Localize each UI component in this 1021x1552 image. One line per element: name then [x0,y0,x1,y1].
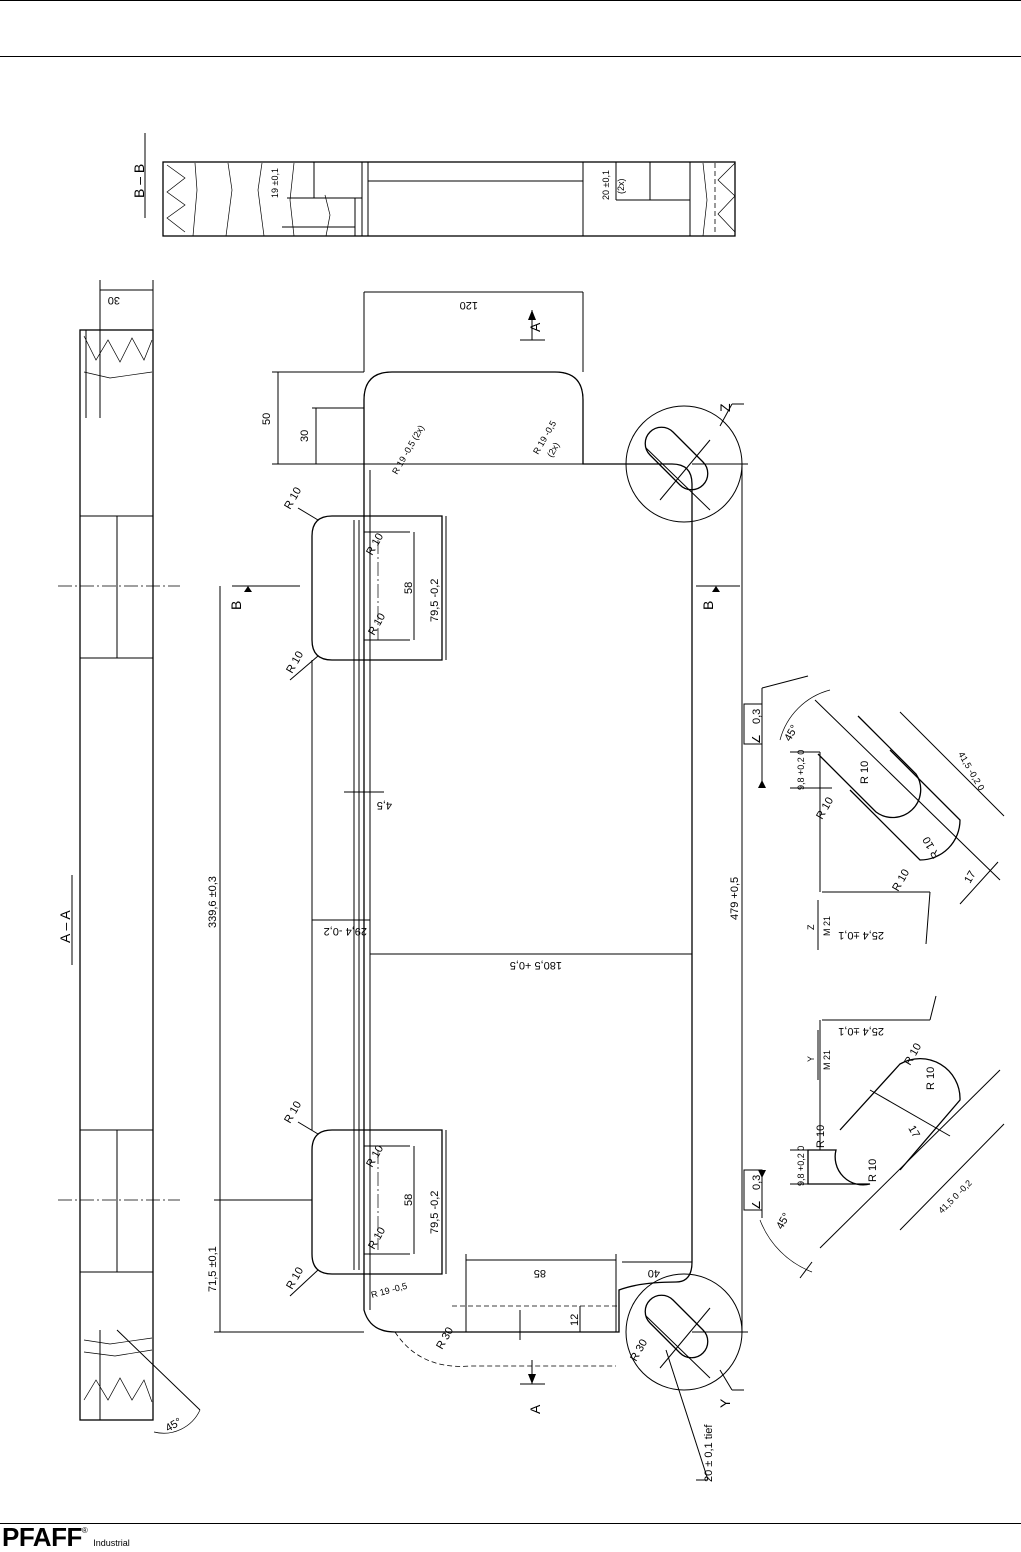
dim-58-top: 58 [403,582,415,594]
dim-depth-note: 20 ± 0,1 tief [703,1424,715,1482]
dim-85: 85 [534,1267,546,1279]
y-dim-17: 17 [905,1124,922,1141]
dim-r10-6: R 10 [364,1143,386,1169]
dim-r30-1: R 30 [434,1325,456,1351]
bb-dim-20: 20 ±0,1 [601,170,611,200]
y-thread: M 21 [822,1050,832,1070]
y-r10-d: R 10 [902,1041,924,1067]
dim-r10-8: R 10 [284,1265,306,1291]
dim-r19-left: R 19 -0,5 (2x) [390,423,426,476]
y-r10-c: R 10 [925,1067,937,1090]
dim-339-6: 339,6 ±0,3 [207,876,219,928]
y-tol-symbol: ∠ [751,1200,763,1210]
z-tol-symbol: ∠ [751,734,763,744]
header-top-rule [0,0,1021,1]
section-bb-view: B – B 19 ±0,1 20 ±0,1 (2x) [131,133,736,237]
detail-y-view: ∠ 0,3 45° 9,8 +0,2 0 R 10 R 10 R 10 R 10… [743,995,1005,1279]
z-r10-b: R 10 [814,795,836,821]
section-aa-label: A – A [57,910,73,943]
dim-79-5-bottom: 79,5 -0,2 [429,1191,441,1234]
logo-subtitle: Industrial [93,1538,130,1548]
z-dim-17: 17 [962,869,979,886]
z-thread-label: Z [806,924,816,930]
marker-b-left: B [228,601,244,610]
marker-a-top: A [527,322,543,332]
y-angle: 45° [774,1211,793,1231]
y-thread-label: Y [806,1056,816,1062]
dim-79-5-top: 79,5 -0,2 [429,579,441,622]
aa-dim-30: 30 [108,294,120,306]
z-dim-9-8: 9,8 +0,2 0 [796,750,806,790]
main-plate-view: 120 50 30 R 19 -0,5 (2x) R 19 -0,5 (2x) … [207,291,748,1482]
aa-dim-45deg: 45° [164,1416,184,1435]
y-r10-b: R 10 [867,1159,879,1182]
dim-r19-bottom: R 19 -0,5 [370,1281,408,1300]
section-bb-label: B – B [131,164,147,198]
z-r10-a: R 10 [859,761,871,784]
technical-drawing: B – B 19 ±0,1 20 ±0,1 (2x) [57,133,1005,1482]
dim-58-bottom: 58 [403,1194,415,1206]
dim-r10-4: R 10 [284,649,306,675]
dim-r10-1: R 10 [282,485,304,511]
z-thread: M 21 [822,916,832,936]
z-r10-c: R 10 [921,834,943,860]
dim-180-5: 180,5 +0,5 [510,959,562,971]
marker-y: Y [717,1398,733,1408]
dim-120: 120 [460,299,478,311]
dim-12: 12 [569,1314,581,1326]
marker-z: Z [717,403,733,412]
dim-71-5: 71,5 ±0,1 [207,1246,219,1292]
dim-4-5: 4,5 [377,799,392,811]
header-bottom-rule [0,56,1021,57]
dim-r10-5: R 10 [282,1099,304,1125]
y-r10-a: R 10 [815,1125,827,1148]
dim-479: 479 +0,5 [729,877,741,920]
detail-z-view: ∠ 0,3 45° 9,8 +0,2 0 R 10 R 10 R 10 R 10… [743,675,1005,950]
z-tol-value: 0,3 [751,709,763,724]
y-dim-9-8: 9,8 +0,2 0 [796,1146,806,1186]
dim-50: 50 [261,413,273,425]
y-dim-25-4: 25,4 ±0,1 [838,1025,884,1037]
section-aa-view: 30 45° A – A [57,280,201,1435]
y-tol-value: 0,3 [751,1175,763,1190]
dim-r10-2: R 10 [364,531,386,557]
pfaff-logo: PFAFF® Industrial [2,1522,130,1552]
dim-40: 40 [648,1267,660,1279]
z-dim-25-4: 25,4 ±0,1 [838,929,884,941]
bb-dim-19: 19 ±0,1 [270,168,280,198]
z-r10-d: R 10 [890,867,912,893]
marker-a-bottom: A [527,1404,543,1414]
dim-30: 30 [299,430,311,442]
dim-r19-right-2x: (2x) [545,441,561,459]
z-dim-41-5: 41,5 -0,2 0 [956,750,986,792]
logo-brand: PFAFF [2,1522,82,1552]
dim-29-4: 29,4 -0,2 [324,925,367,937]
dim-r30-2: R 30 [628,1337,650,1363]
y-dim-41-5: 41,5 0 -0,2 [936,1178,973,1215]
logo-registered: ® [81,1526,88,1535]
footer-rule [0,1523,1021,1524]
bb-dim-2x: (2x) [616,178,626,194]
marker-b-right: B [700,601,716,610]
